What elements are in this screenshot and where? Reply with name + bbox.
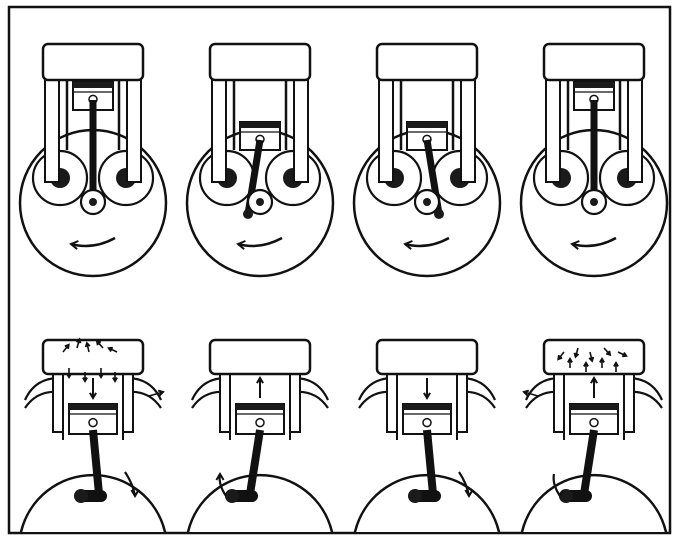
crankshaft-center: [89, 198, 97, 206]
cylinder-wall-left: [220, 372, 230, 432]
cylinder-wall-left: [53, 372, 63, 432]
crank-pin: [243, 209, 253, 219]
crank-weight: [225, 489, 239, 503]
cylinder-wall-right: [624, 372, 634, 432]
piston-ring: [574, 82, 614, 88]
cylinder-wall-left: [554, 372, 564, 432]
piston-ring: [73, 82, 113, 88]
cylinder-wall-right: [123, 372, 133, 432]
cylinder-wall-right: [290, 372, 300, 432]
cylinder-wall-right: [457, 372, 467, 432]
top-engine-3: [354, 44, 500, 276]
left-valve-stem: [379, 78, 393, 182]
crankshaft-center: [590, 198, 598, 206]
right-valve-stem: [461, 78, 475, 182]
bottom-engine-1: [21, 339, 165, 532]
crankcase-arc: [21, 475, 165, 532]
crankshaft-center: [256, 198, 264, 206]
piston-ring: [236, 404, 284, 410]
cylinder-head: [377, 44, 477, 80]
piston-pin: [256, 419, 264, 427]
piston-pin: [89, 419, 97, 427]
piston-ring: [570, 404, 618, 410]
piston-ring: [403, 404, 451, 410]
crank-weight: [74, 489, 88, 503]
piston-pin: [423, 419, 431, 427]
piston-ring: [240, 122, 280, 128]
bottom-engine-3: [355, 340, 499, 532]
left-valve-stem: [45, 78, 59, 182]
piston-pin: [590, 419, 598, 427]
cylinder-wall-left: [387, 372, 397, 432]
crankcase-arc: [355, 475, 499, 532]
crank-pin: [434, 209, 444, 219]
top-engine-4: [521, 44, 667, 276]
cylinder-head: [544, 44, 644, 80]
cylinder-head: [210, 340, 310, 374]
right-valve-stem: [127, 78, 141, 182]
piston-ring: [69, 404, 117, 410]
bottom-engine-4: [522, 340, 666, 532]
crankshaft-center: [423, 198, 431, 206]
top-row-engines: [20, 44, 667, 276]
crankcase-arc: [188, 475, 332, 532]
crankcase-arc: [522, 475, 666, 532]
left-valve-stem: [212, 78, 226, 182]
bottom-row-engines: [21, 339, 666, 532]
top-engine-2: [187, 44, 333, 276]
piston-ring: [407, 122, 447, 128]
cylinder-head: [43, 44, 143, 80]
right-valve-stem: [294, 78, 308, 182]
left-valve-stem: [546, 78, 560, 182]
right-valve-stem: [628, 78, 642, 182]
cylinder-head: [43, 340, 143, 374]
cylinder-head: [377, 340, 477, 374]
cylinder-head: [210, 44, 310, 80]
bottom-engine-2: [188, 340, 332, 532]
crank-weight: [408, 489, 422, 503]
top-engine-1: [20, 44, 166, 276]
